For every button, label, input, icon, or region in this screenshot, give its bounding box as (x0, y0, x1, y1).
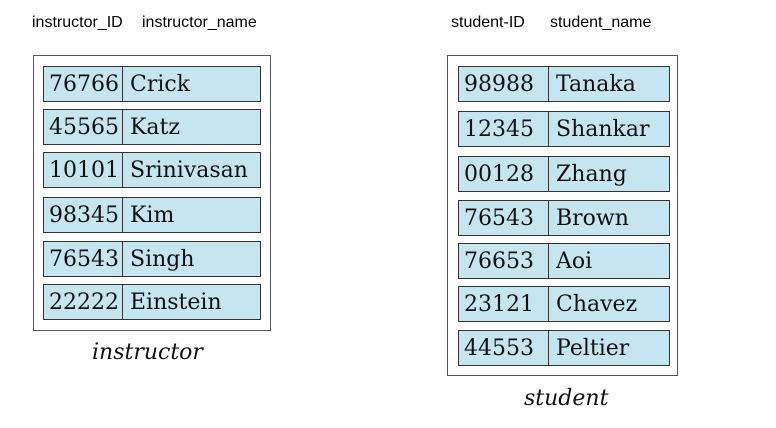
student-id-cell: 76653 (459, 244, 549, 278)
instructor-record: 76543 Singh (43, 241, 261, 277)
instructor-name-cell: Einstein (130, 289, 222, 315)
student-id-cell: 98988 (459, 67, 549, 101)
instructor-record: 45565 Katz (43, 109, 261, 145)
instructor-record: 10101 Srinivasan (43, 152, 261, 188)
instructor-id-cell: 10101 (44, 153, 123, 187)
instructor-record: 22222 Einstein (43, 284, 261, 320)
student-name-header: student_name (550, 14, 652, 31)
instructor-id-cell: 22222 (44, 285, 123, 319)
instructor-name-cell: Srinivasan (130, 157, 248, 183)
student-id-cell: 76543 (459, 201, 549, 235)
student-name-cell: Tanaka (556, 71, 636, 97)
instructor-record: 76766 Crick (43, 66, 261, 102)
instructor-table: 76766 Crick 45565 Katz 10101 Srinivasan … (33, 55, 271, 331)
student-record: 44553 Peltier (458, 330, 670, 366)
instructor-id-cell: 76766 (44, 67, 123, 101)
student-id-header: student-ID (451, 14, 525, 31)
student-id-cell: 00128 (459, 157, 549, 191)
student-name-cell: Aoi (556, 248, 593, 274)
student-name-cell: Shankar (556, 116, 650, 142)
student-record: 00128 Zhang (458, 156, 670, 192)
student-name-cell: Chavez (556, 291, 638, 317)
student-name-cell: Peltier (556, 335, 630, 361)
student-name-cell: Brown (556, 205, 629, 231)
student-record: 76653 Aoi (458, 243, 670, 279)
instructor-record: 98345 Kim (43, 197, 261, 233)
student-id-cell: 12345 (459, 112, 549, 146)
instructor-name-header: instructor_name (142, 14, 257, 31)
instructor-id-header: instructor_ID (32, 14, 123, 31)
instructor-name-cell: Katz (130, 114, 180, 140)
instructor-id-cell: 45565 (44, 110, 123, 144)
instructor-caption: instructor (92, 340, 203, 365)
student-name-cell: Zhang (556, 161, 627, 187)
student-record: 98988 Tanaka (458, 66, 670, 102)
instructor-id-cell: 76543 (44, 242, 123, 276)
student-id-cell: 23121 (459, 287, 549, 321)
instructor-name-cell: Crick (130, 71, 191, 97)
instructor-name-cell: Kim (130, 202, 175, 228)
student-id-cell: 44553 (459, 331, 549, 365)
student-record: 23121 Chavez (458, 286, 670, 322)
student-caption: student (524, 386, 609, 411)
student-table: 98988 Tanaka 12345 Shankar 00128 Zhang 7… (447, 55, 678, 376)
instructor-name-cell: Singh (130, 246, 195, 272)
instructor-id-cell: 98345 (44, 198, 123, 232)
student-record: 12345 Shankar (458, 111, 670, 147)
student-record: 76543 Brown (458, 200, 670, 236)
